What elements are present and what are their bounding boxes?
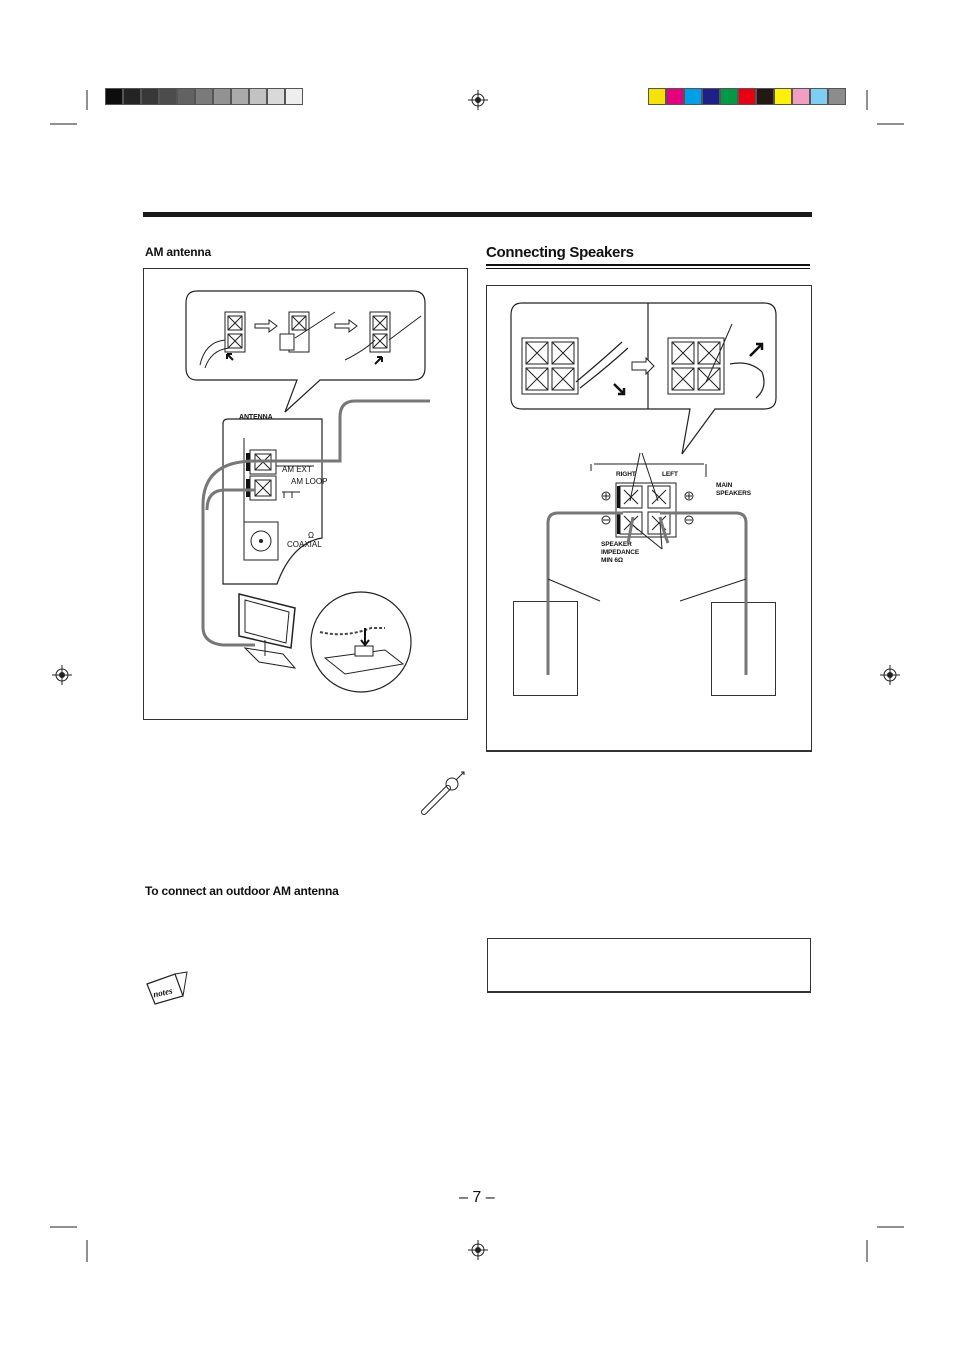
- speaker-cable-ends: [546, 595, 748, 675]
- registration-target-bottom: [468, 1240, 488, 1260]
- connecting-speakers-heading: Connecting Speakers: [486, 244, 634, 261]
- calibration-swatch: [213, 88, 231, 105]
- notes-icon: notes: [146, 971, 188, 1005]
- registration-target-left: [52, 665, 72, 685]
- am-ext-label: AM EXT: [282, 465, 312, 474]
- am-antenna-figure-frame: [143, 268, 468, 720]
- speakers-heading-rule-thin: [486, 268, 810, 269]
- calibration-swatch: [792, 88, 810, 105]
- calibration-swatch: [810, 88, 828, 105]
- svg-text:notes: notes: [152, 985, 174, 999]
- calibration-swatch: [774, 88, 792, 105]
- calibration-swatch: [828, 88, 846, 105]
- am-antenna-wires: [201, 399, 430, 647]
- right-speaker-box: [513, 601, 578, 696]
- antenna-label: ANTENNA: [239, 414, 273, 421]
- outdoor-am-antenna-heading: To connect an outdoor AM antenna: [145, 884, 339, 898]
- calibration-swatch: [267, 88, 285, 105]
- calibration-swatch: [285, 88, 303, 105]
- calibration-swatch: [231, 88, 249, 105]
- calibration-swatch: [159, 88, 177, 105]
- antenna-cable-icon: [421, 771, 465, 815]
- calibration-swatch: [105, 88, 123, 105]
- calibration-swatch: [123, 88, 141, 105]
- calibration-swatch: [195, 88, 213, 105]
- main-speakers-label: MAIN SPEAKERS: [716, 482, 751, 497]
- right-channel-label: RIGHT: [616, 471, 636, 478]
- left-speaker-box: [711, 602, 776, 696]
- am-antenna-heading: AM antenna: [145, 245, 212, 259]
- calibration-swatch: [738, 88, 756, 105]
- registration-target-top: [468, 90, 488, 110]
- calibration-swatch: [702, 88, 720, 105]
- coaxial-label: COAXIAL: [287, 540, 322, 549]
- am-clip-steps-callout: [185, 290, 426, 413]
- speaker-impedance-label: SPEAKER IMPEDANCE MIN 6Ω: [601, 541, 640, 564]
- speaker-cables: [546, 511, 748, 675]
- calibration-swatch: [684, 88, 702, 105]
- am-loop-antenna: [238, 591, 412, 693]
- gray-calibration-bar: [105, 88, 303, 105]
- page-top-rule: [143, 212, 812, 217]
- calibration-swatch: [666, 88, 684, 105]
- am-loop-label: AM LOOP: [291, 477, 328, 486]
- speaker-clip-callout: [510, 302, 777, 455]
- calibration-swatch: [648, 88, 666, 105]
- calibration-swatch: [756, 88, 774, 105]
- calibration-swatch: [177, 88, 195, 105]
- speakers-heading-rule: [486, 264, 810, 266]
- speaker-note-box: [487, 938, 811, 993]
- calibration-swatch: [720, 88, 738, 105]
- calibration-swatch: [141, 88, 159, 105]
- calibration-swatch: [249, 88, 267, 105]
- speaker-figure-frame: [486, 285, 812, 752]
- color-calibration-bar: [648, 88, 846, 105]
- page-number: – 7 –: [459, 1189, 495, 1206]
- ohm-label: Ω: [308, 531, 314, 540]
- left-channel-label: LEFT: [662, 471, 678, 478]
- registration-target-right: [880, 665, 900, 685]
